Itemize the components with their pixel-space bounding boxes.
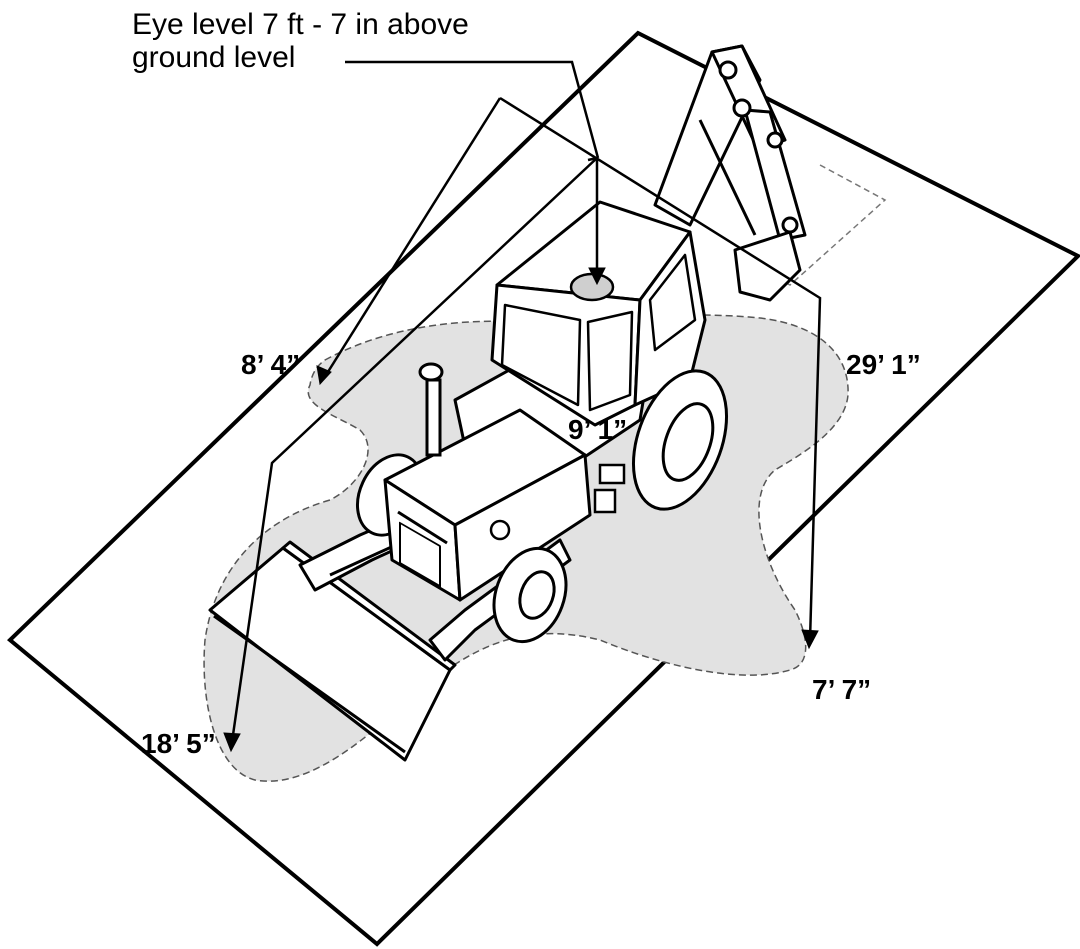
arrowhead-7-7 (801, 629, 819, 650)
exhaust-stack (418, 362, 444, 457)
side-step (489, 463, 626, 541)
ground-plane (7, 30, 1080, 947)
dimension-right-front: 7’ 7” (812, 674, 872, 705)
dimension-left-rear: 18’ 5” (141, 728, 216, 759)
dimension-left-front: 8’ 4” (241, 349, 301, 380)
eye-level-label-line2: ground level (132, 41, 296, 74)
arrowhead-8-4 (316, 365, 332, 386)
arrowheads (223, 267, 819, 753)
arrowhead-18-5 (223, 732, 241, 753)
dimension-right-rear: 29’ 1” (846, 349, 921, 380)
arrowhead-eye (588, 267, 606, 286)
sight-lines (230, 60, 822, 743)
rear-wheel-right (631, 369, 729, 511)
eye-level-label-line1: Eye level 7 ft - 7 in above (132, 8, 469, 41)
dimension-center: 9’ 1” (568, 414, 628, 445)
eye-level-marker (569, 272, 615, 302)
operator-cab (490, 200, 707, 427)
front-wheel-right (492, 546, 568, 644)
